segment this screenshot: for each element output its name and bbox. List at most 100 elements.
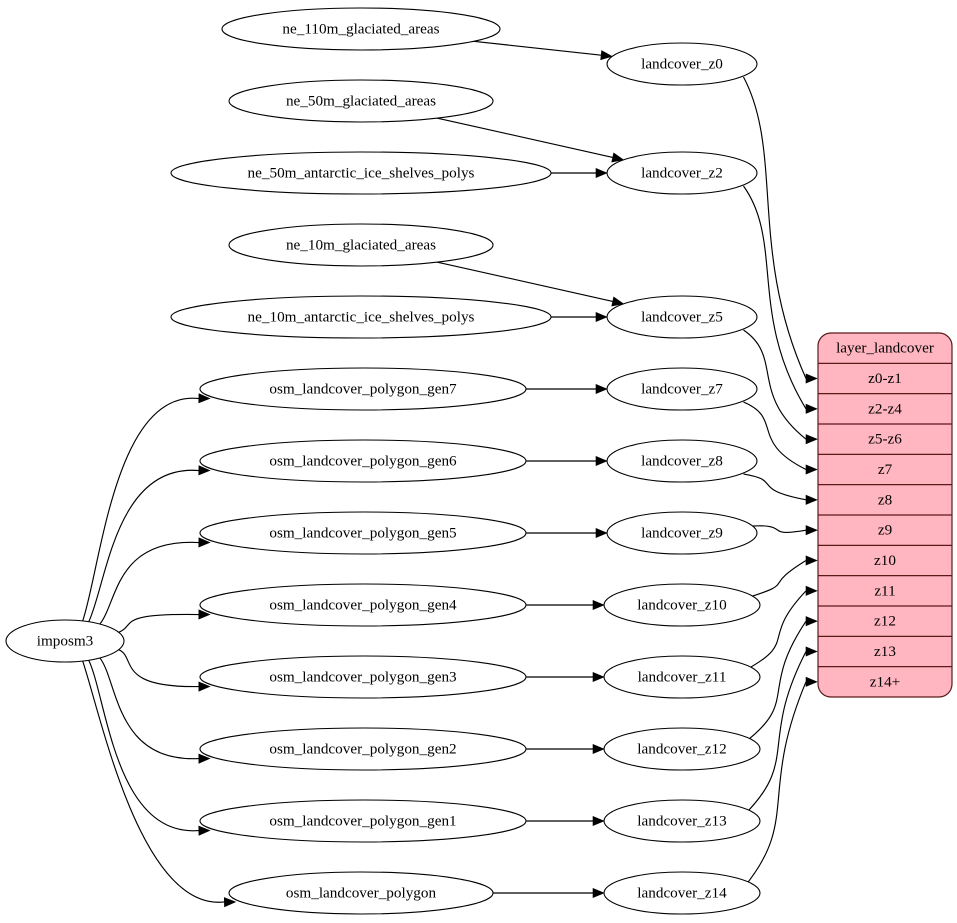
edge-arrowhead [198,753,211,764]
node-landcover_z11[interactable]: landcover_z11 [603,655,761,699]
edge-landcover_z11-to-z11 [744,590,807,672]
layer-table-row-z9[interactable]: z9 [878,522,892,539]
node-osm_landcover_polygon_gen7[interactable]: osm_landcover_polygon_gen7 [199,367,527,411]
node-label: landcover_z9 [641,524,723,541]
node-osm_landcover_polygon_gen4[interactable]: osm_landcover_polygon_gen4 [199,583,527,627]
edge-landcover_z2-to-z2-z4 [743,185,807,410]
node-osm_landcover_polygon_gen5[interactable]: osm_landcover_polygon_gen5 [199,511,527,555]
node-osm_landcover_polygon_gen3[interactable]: osm_landcover_polygon_gen3 [199,655,527,699]
node-label: landcover_z13 [637,812,726,829]
node-shape [603,727,761,771]
layer-table-row-z5-z6[interactable]: z5-z6 [868,431,902,448]
edge-arrowhead [198,537,211,548]
node-shape [199,511,527,555]
layer-table-row-z12[interactable]: z12 [874,613,896,630]
edge-landcover_z0-to-z0-z1 [742,76,807,379]
node-osm_landcover_polygon_gen2[interactable]: osm_landcover_polygon_gen2 [199,727,527,771]
layer-landcover-record[interactable]: layer_landcoverz0-z1z2-z4z5-z6z7z8z9z10z… [817,332,953,698]
node-shape [606,367,758,411]
edge-landcover_z13-to-z13 [743,651,807,816]
node-shape [199,799,527,843]
node-ne_50m_glaciated_areas[interactable]: ne_50m_glaciated_areas [228,79,494,123]
node-landcover_z7[interactable]: landcover_z7 [606,367,758,411]
node-shape [199,727,527,771]
layer-table-row-z7[interactable]: z7 [878,461,893,478]
node-shape [228,223,494,267]
layer-table-row-z11[interactable]: z11 [874,582,895,599]
node-shape [5,619,125,663]
node-label: landcover_z10 [637,596,727,613]
node-landcover_z9[interactable]: landcover_z9 [606,511,758,555]
node-shape [606,151,758,195]
layer-table-row-z0-z1[interactable]: z0-z1 [868,370,902,387]
edge-arrowhead [595,527,608,539]
edge-landcover_z5-to-z5-z6 [743,329,807,440]
edge-arrowhead [611,296,625,307]
edge-landcover_z7-to-z7 [743,401,807,471]
node-shape [199,439,527,483]
node-shape [603,871,761,915]
node-landcover_z14[interactable]: landcover_z14 [603,871,761,915]
edge-ne_10m_glaciated_areas-to-landcover_z5 [437,261,613,303]
node-label: ne_110m_glaciated_areas [282,20,439,37]
edge-arrowhead [595,167,608,179]
edge-arrowhead [611,152,625,163]
node-label: osm_landcover_polygon_gen7 [269,380,457,397]
edge-arrowhead [805,646,818,657]
node-label: landcover_z12 [637,740,726,757]
edge-imposm3-to-osm_landcover_polygon_gen7 [82,397,199,622]
edge-arrowhead [805,555,818,566]
edge-arrowhead [805,585,818,596]
node-label: osm_landcover_polygon_gen6 [269,452,457,469]
edge-arrowhead [805,434,818,445]
node-landcover_z12[interactable]: landcover_z12 [603,727,761,771]
edge-arrowhead [592,599,605,611]
node-label: imposm3 [37,632,94,649]
edge-arrowhead [805,494,818,505]
node-shape [606,511,758,555]
edge-arrowhead [805,464,818,475]
nodes-layer: imposm3 ne_110m_glaciated_areas ne_50m_gla… [5,7,761,915]
node-osm_landcover_polygon_gen1[interactable]: osm_landcover_polygon_gen1 [199,799,527,843]
edge-arrowhead [198,825,211,836]
node-shape [199,655,527,699]
node-imposm3[interactable]: imposm3 [5,619,125,663]
edge-landcover_z10-to-z10 [744,560,807,600]
edge-arrowhead [592,671,605,683]
layer-table-row-z14+[interactable]: z14+ [870,673,901,690]
node-landcover_z8[interactable]: landcover_z8 [606,439,758,483]
edge-arrowhead [600,50,613,61]
node-landcover_z0[interactable]: landcover_z0 [606,42,758,86]
edge-arrowhead [595,383,608,395]
node-landcover_z10[interactable]: landcover_z10 [603,583,761,627]
edge-landcover_z12-to-z12 [744,620,807,744]
layer-table-row-z13[interactable]: z13 [874,643,896,660]
layer-table-row-z8[interactable]: z8 [878,491,893,508]
node-osm_landcover_polygon_gen6[interactable]: osm_landcover_polygon_gen6 [199,439,527,483]
node-landcover_z2[interactable]: landcover_z2 [606,151,758,195]
node-shape [221,7,501,51]
node-osm_landcover_polygon[interactable]: osm_landcover_polygon [228,871,494,915]
node-ne_110m_glaciated_areas[interactable]: ne_110m_glaciated_areas [221,7,501,51]
node-landcover_z5[interactable]: landcover_z5 [606,295,758,339]
edge-imposm3-to-osm_landcover_polygon_gen2 [99,657,199,760]
layer-table-row-z10[interactable]: z10 [874,552,896,569]
edge-imposm3-to-osm_landcover_polygon_gen6 [88,469,199,623]
node-label: landcover_z2 [641,164,723,181]
node-ne_50m_antarctic_ice_shelves_polys[interactable]: ne_50m_antarctic_ice_shelves_polys [170,151,552,195]
layer-table-row-z2-z4[interactable]: z2-z4 [868,400,902,417]
edges-layer [82,40,818,908]
edge-arrowhead [805,373,818,384]
node-landcover_z13[interactable]: landcover_z13 [603,799,761,843]
node-ne_10m_antarctic_ice_shelves_polys[interactable]: ne_10m_antarctic_ice_shelves_polys [170,295,552,339]
edge-ne_110m_glaciated_areas-to-landcover_z0 [473,40,602,56]
edge-arrowhead [223,897,237,908]
node-label: ne_50m_antarctic_ice_shelves_polys [248,164,475,181]
node-ne_10m_glaciated_areas[interactable]: ne_10m_glaciated_areas [228,223,494,267]
node-label: ne_50m_glaciated_areas [286,92,436,109]
edge-arrowhead [805,616,818,627]
edge-arrowhead [595,311,608,323]
edge-imposm3-to-osm_landcover_polygon_gen5 [99,541,199,625]
layer-landcover-table: layer_landcoverz0-z1z2-z4z5-z6z7z8z9z10z… [817,332,953,698]
